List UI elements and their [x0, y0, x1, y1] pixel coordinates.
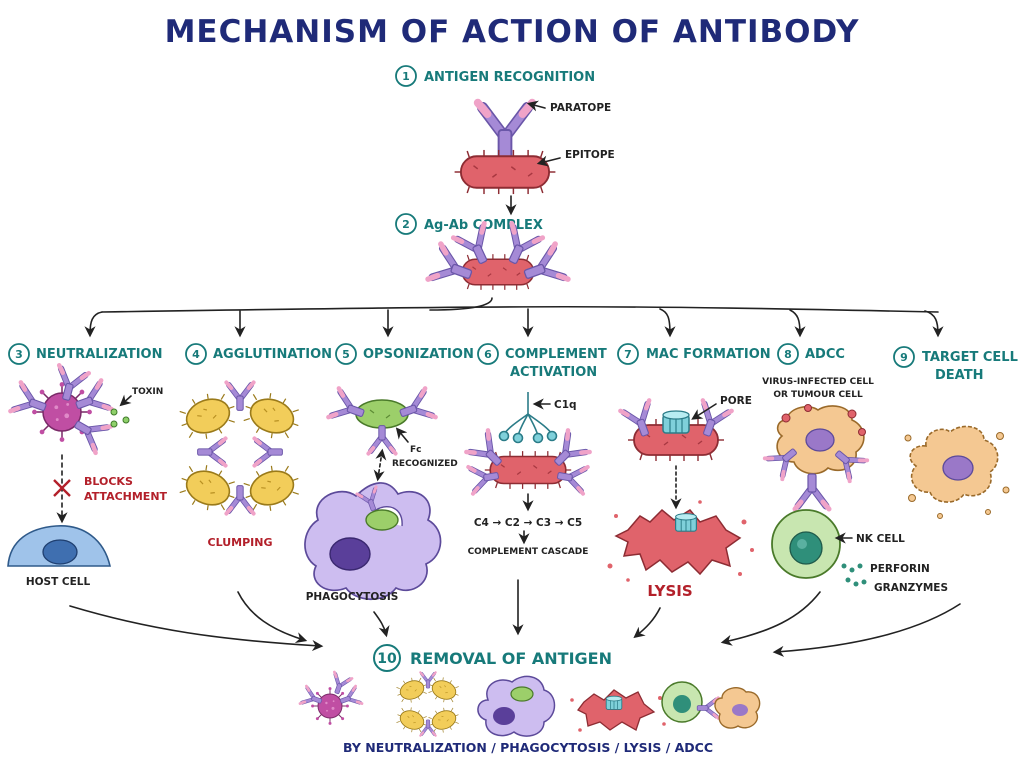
- epitope-label: EPITOPE: [565, 149, 615, 161]
- step-2-number: 2: [402, 218, 410, 231]
- step-number-circle: [477, 343, 499, 365]
- step-number-circle: [617, 343, 639, 365]
- pore-icon: [662, 410, 690, 434]
- step-9-label-line1: TARGET CELL: [922, 350, 1018, 365]
- fc-label: Fc: [410, 445, 421, 455]
- step-number-circle: [185, 343, 207, 365]
- footer-mechanisms-text: BY NEUTRALIZATION / PHAGOCYTOSIS / LYSIS…: [343, 740, 713, 755]
- step-10-number: 10: [377, 651, 397, 667]
- step-9-label-line2: DEATH: [935, 368, 983, 383]
- lysis-label: LYSIS: [647, 582, 692, 600]
- page-title: MECHANISM OF ACTION OF ANTIBODY: [165, 14, 860, 50]
- macrophage: [304, 482, 442, 601]
- virus-infected-label-line1: VIRUS-INFECTED CELL: [762, 377, 874, 387]
- perforin-granules: [841, 563, 867, 587]
- step-7-label: MAC FORMATION: [646, 347, 771, 362]
- host-cell: [7, 525, 112, 567]
- step-5-label: OPSONIZATION: [363, 347, 474, 362]
- summary-agglutination-icon: [393, 670, 463, 738]
- step-6-number: 6: [484, 348, 492, 361]
- step-6-label-line2: ACTIVATION: [510, 365, 597, 380]
- clumping-label: CLUMPING: [208, 536, 273, 549]
- step-7-heading: 7 MAC FORMATION: [617, 343, 771, 365]
- blocks-label-line1: BLOCKS: [84, 475, 133, 488]
- bridging-antibody: [795, 474, 829, 509]
- granzymes-label: GRANZYMES: [874, 582, 948, 594]
- nk-cell: [771, 509, 841, 579]
- blocks-label-line2: ATTACHMENT: [84, 490, 168, 503]
- lysis-pore-icon: [674, 512, 698, 532]
- agglutinated-cells: [173, 382, 307, 519]
- step-1-number: 1: [402, 70, 410, 83]
- step-4-number: 4: [192, 348, 200, 361]
- nk-cell-label: NK CELL: [856, 533, 905, 545]
- step-9-heading: 9 TARGET CELL DEATH: [893, 346, 1018, 383]
- step-8-heading: 8 ADCC: [777, 343, 845, 365]
- step-6-label-line1: COMPLEMENT: [505, 347, 607, 362]
- step-2-heading: 2 Ag-Ab COMPLEX: [395, 213, 543, 235]
- step-number-circle: [777, 343, 799, 365]
- step-3-heading: 3 NEUTRALIZATION: [8, 343, 163, 365]
- step-2-complex: [428, 223, 568, 292]
- step-number-circle: [373, 644, 401, 672]
- virus-infected-label-line2: OR TUMOUR CELL: [773, 390, 863, 400]
- branch-connectors: [84, 297, 944, 338]
- host-cell-label: HOST CELL: [26, 576, 91, 588]
- step-number-circle: [395, 213, 417, 235]
- step-number-circle: [395, 65, 417, 87]
- step-4-heading: 4 AGGLUTINATION: [185, 343, 332, 365]
- step-1-label: ANTIGEN RECOGNITION: [424, 70, 595, 85]
- cascade-sequence-label: C4 → C2 → C3 → C5: [474, 517, 582, 529]
- step-10-label: REMOVAL OF ANTIGEN: [410, 649, 612, 668]
- recognized-label: RECOGNIZED: [392, 459, 458, 469]
- blocked-cross-icon: [53, 479, 71, 497]
- dying-target-cell: [904, 425, 1010, 519]
- converging-arrows: [69, 579, 961, 658]
- step-4-label: AGGLUTINATION: [213, 347, 332, 362]
- c1q-label: C1q: [554, 399, 577, 411]
- step-8-label: ADCC: [805, 347, 845, 362]
- step-number-circle: [893, 346, 915, 368]
- summary-phagocytosis-icon: [477, 675, 556, 737]
- step-9-number: 9: [900, 351, 908, 364]
- step-5-number: 5: [342, 348, 350, 361]
- step-number-circle: [8, 343, 30, 365]
- infected-cell: [765, 404, 867, 482]
- summary-neutralization-icon: [298, 670, 364, 726]
- step-8-number: 8: [784, 348, 792, 361]
- c1q-complex: [498, 392, 558, 444]
- step-1-bacterium: [453, 149, 557, 195]
- step-10-heading: 10 REMOVAL OF ANTIGEN: [373, 644, 612, 672]
- pore-label: PORE: [720, 395, 752, 407]
- phagocytosis-label: PHAGOCYTOSIS: [306, 591, 399, 603]
- paratope-label: PARATOPE: [550, 102, 611, 114]
- summary-adcc-icon: [661, 681, 761, 729]
- toxin-label: TOXIN: [132, 387, 163, 397]
- toxin-particles: [110, 408, 130, 428]
- complement-bacterium: [466, 430, 589, 493]
- step-1-antibody: [478, 103, 532, 159]
- step-3-label: NEUTRALIZATION: [36, 347, 163, 362]
- lysed-bacterium: [607, 500, 754, 582]
- complement-cascade-label: COMPLEMENT CASCADE: [468, 547, 589, 557]
- summary-lysis-icon: [570, 689, 666, 732]
- step-7-number: 7: [624, 348, 632, 361]
- step-5-heading: 5 OPSONIZATION: [335, 343, 474, 365]
- neutralized-virus: [10, 365, 111, 453]
- opsonized-bacterium: [328, 388, 435, 453]
- step-6-heading: 6 COMPLEMENT ACTIVATION: [477, 343, 607, 380]
- step-number-circle: [335, 343, 357, 365]
- step-3-number: 3: [15, 348, 23, 361]
- perforin-label: PERFORIN: [870, 563, 930, 575]
- step-1-heading: 1 ANTIGEN RECOGNITION: [395, 65, 595, 87]
